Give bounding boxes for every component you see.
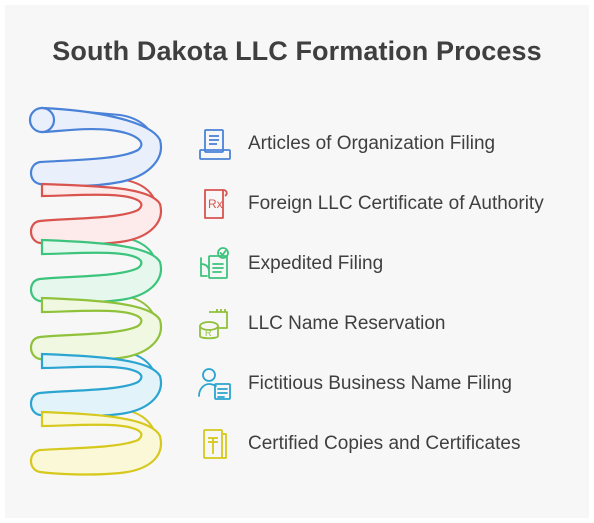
coil-band-lime	[29, 296, 163, 362]
step-label: Fictitious Business Name Filing	[248, 373, 512, 394]
hand-document-check-icon	[200, 247, 229, 279]
step-llc-name-reservation: R LLC Name Reservation	[195, 302, 585, 346]
coil-band-green	[29, 238, 163, 304]
spiral-coil-graphic	[28, 106, 163, 476]
step-fictitious-business-name: Fictitious Business Name Filing	[195, 362, 585, 406]
step-foreign-llc-certificate: Rx Foreign LLC Certificate of Authority	[195, 182, 585, 226]
prescription-certificate-icon: Rx	[204, 189, 228, 219]
step-label: LLC Name Reservation	[248, 313, 446, 334]
person-document-icon	[198, 368, 231, 400]
step-label: Certified Copies and Certificates	[248, 433, 521, 454]
step-certified-copies: Certified Copies and Certificates	[195, 422, 585, 466]
coil-end-cap	[28, 106, 56, 134]
svg-text:Rx: Rx	[208, 197, 223, 211]
step-label: Articles of Organization Filing	[248, 133, 496, 154]
svg-text:R: R	[205, 328, 212, 338]
step-articles-of-organization: Articles of Organization Filing	[195, 122, 585, 166]
diagram-background	[5, 5, 589, 518]
certificate-pages-icon	[203, 429, 227, 459]
step-label: Expedited Filing	[248, 253, 384, 274]
coil-band-blue	[29, 106, 163, 188]
document-stack-icon	[199, 129, 231, 160]
step-label: Foreign LLC Certificate of Authority	[248, 193, 544, 214]
coil-band-red	[29, 182, 163, 246]
coil-band-cyan	[29, 352, 163, 418]
step-expedited-filing: Expedited Filing	[195, 242, 585, 286]
coil-band-yellow	[29, 410, 163, 476]
diagram-title: South Dakota LLC Formation Process	[52, 36, 542, 66]
reservation-ticket-icon: R	[199, 309, 228, 340]
